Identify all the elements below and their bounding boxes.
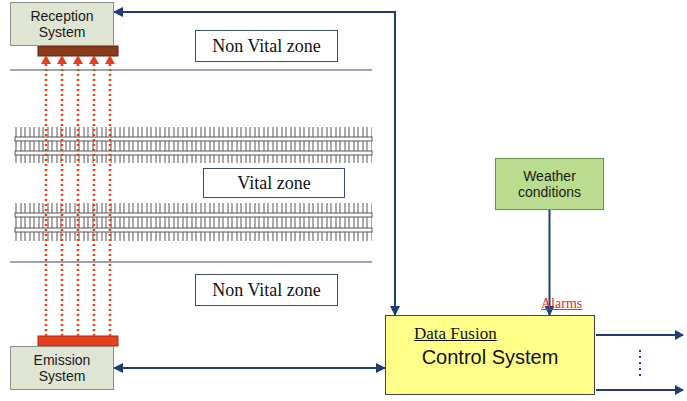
- system-box: Reception System: [10, 2, 114, 46]
- zone-label-box: Vital zone: [203, 168, 345, 198]
- rail: [15, 151, 372, 155]
- zone-line: [10, 261, 372, 262]
- zone-label-box: Non Vital zone: [195, 30, 338, 62]
- alarm-ellipsis: [639, 350, 641, 378]
- box-text: Non Vital zone: [212, 36, 321, 57]
- receiver-panel: [38, 46, 118, 56]
- beam-arrow: [109, 56, 112, 336]
- box-text: Control System: [422, 346, 559, 369]
- box-text: Reception System: [17, 8, 107, 40]
- rail-ties: [15, 127, 372, 163]
- emitter-panel: [38, 336, 118, 346]
- box-text: Emission System: [17, 352, 107, 384]
- box-text: Weather conditions: [502, 168, 597, 200]
- beam-arrow: [45, 56, 48, 336]
- beam-arrow: [77, 56, 80, 336]
- rail: [15, 137, 372, 141]
- box-text: Vital zone: [237, 173, 310, 194]
- rail: [15, 213, 372, 217]
- zone-label-box: Non Vital zone: [195, 274, 338, 306]
- input-box: Weather conditions: [495, 158, 604, 210]
- box-text: Non Vital zone: [212, 280, 321, 301]
- control-box: Data FusionControl System: [385, 315, 595, 395]
- beam-arrow: [61, 56, 64, 336]
- alarm-label: Alarms: [541, 296, 582, 312]
- alarm-arrow: [596, 389, 683, 391]
- link-arrow: [114, 12, 395, 315]
- box-heading: Data Fusion: [414, 324, 497, 344]
- system-box: Emission System: [10, 346, 114, 390]
- rail: [15, 228, 372, 232]
- rail-ties: [15, 203, 372, 241]
- beam-arrow: [93, 56, 96, 336]
- link-arrow: [114, 367, 385, 369]
- alarm-arrow: [596, 334, 683, 336]
- zone-line: [10, 69, 372, 70]
